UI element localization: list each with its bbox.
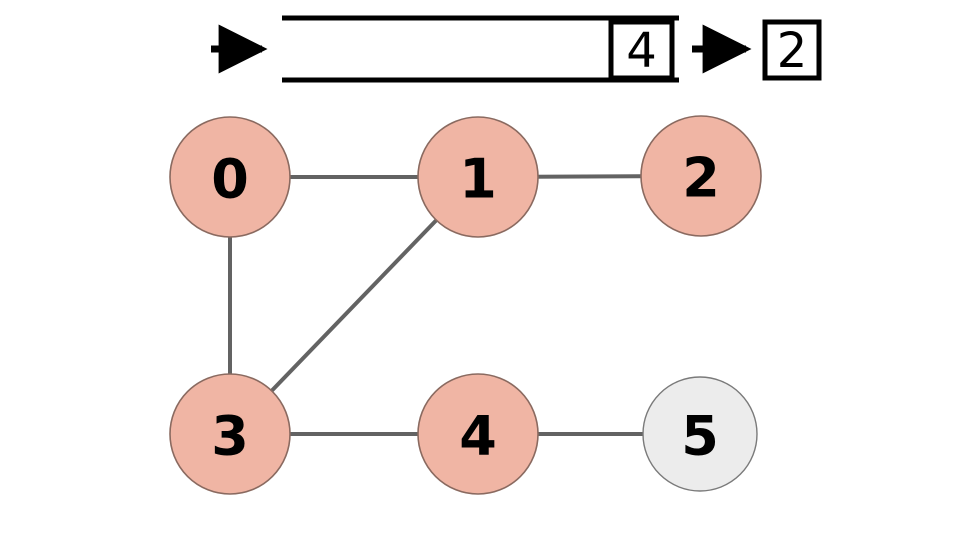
graph-node-circle-0[interactable]	[169, 116, 291, 238]
graph-node-circle-5[interactable]	[642, 376, 758, 492]
queue-cell-0[interactable]	[608, 19, 675, 81]
graph-node-1[interactable]: 1	[417, 116, 539, 238]
graph-node-2[interactable]: 2	[640, 115, 762, 237]
graph-node-5[interactable]: 5	[642, 376, 758, 492]
graph-node-circle-3[interactable]	[169, 373, 291, 495]
graph-node-0[interactable]: 0	[169, 116, 291, 238]
dequeued-value-box[interactable]	[762, 19, 822, 81]
graph-node-circle-1[interactable]	[417, 116, 539, 238]
graph-node-4[interactable]: 4	[417, 373, 539, 495]
graph-node-circle-4[interactable]	[417, 373, 539, 495]
graph-node-circle-2[interactable]	[640, 115, 762, 237]
graph-node-3[interactable]: 3	[169, 373, 291, 495]
